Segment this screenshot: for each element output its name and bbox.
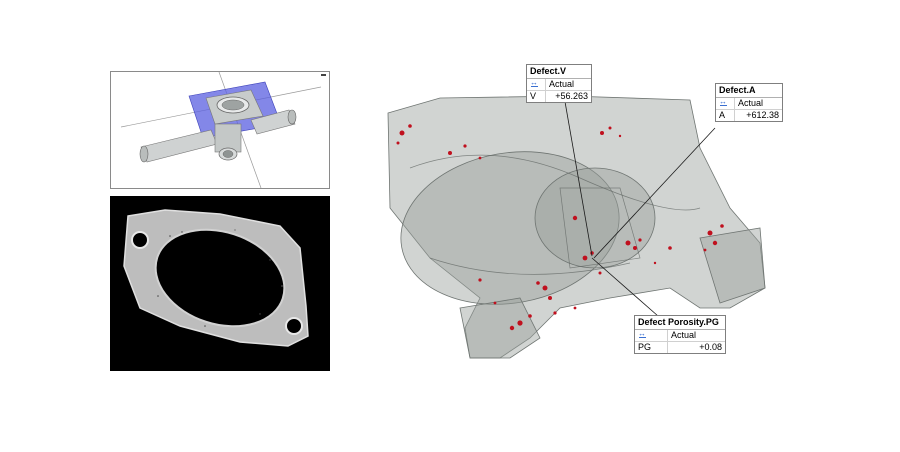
label-value-row: A +612.38 [716,110,782,121]
label-value-row: PG +0.08 [635,342,725,353]
label-key: PG [635,342,668,353]
leader-lines [563,95,716,317]
defect-cluster [396,124,724,331]
defect-volume-label[interactable]: Defect.V Actual V +56.263 [526,64,592,103]
flange-bore [154,228,286,328]
label-column-header: Actual [671,330,697,340]
label-header-row: Actual [527,77,591,91]
cad-viewport[interactable] [110,71,330,189]
long-pipe [140,129,218,163]
label-key: A [716,110,735,121]
ct-slice-view [110,196,330,371]
defect-area-label[interactable]: Defect.A Actual A +612.38 [715,83,783,122]
defect-porosity-label[interactable]: Defect Porosity.PG Actual PG +0.08 [634,315,726,354]
mount-boss-right [699,227,766,304]
label-key: V [527,91,546,102]
porosity-analysis-view[interactable] [370,58,790,388]
label-header-row: Actual [635,328,725,342]
casting-bore [534,167,656,269]
casting-barrel [400,151,620,305]
cad-model-render [120,72,322,188]
casting-body [387,95,766,359]
mount-boss-left [459,297,541,359]
label-column-header: Actual [738,98,764,108]
double-arrow-icon [719,96,728,107]
ct-slice-image [123,209,309,347]
label-title: Defect.A [716,84,782,98]
double-arrow-icon [638,328,647,339]
bolt-hole-left [131,231,149,249]
window-control-icon[interactable] [321,74,326,76]
label-value: +56.263 [555,91,588,101]
bolt-hole-right [285,317,303,335]
label-column-header: Actual [549,79,575,89]
casting-render [387,95,766,359]
side-pipe [250,109,296,135]
label-value: +0.08 [699,342,722,352]
label-value-row: V +56.263 [527,91,591,102]
double-arrow-icon [530,77,539,88]
label-value: +612.38 [746,110,779,120]
label-header-row: Actual [716,96,782,110]
label-title: Defect Porosity.PG [635,316,725,330]
label-title: Defect.V [527,65,591,79]
